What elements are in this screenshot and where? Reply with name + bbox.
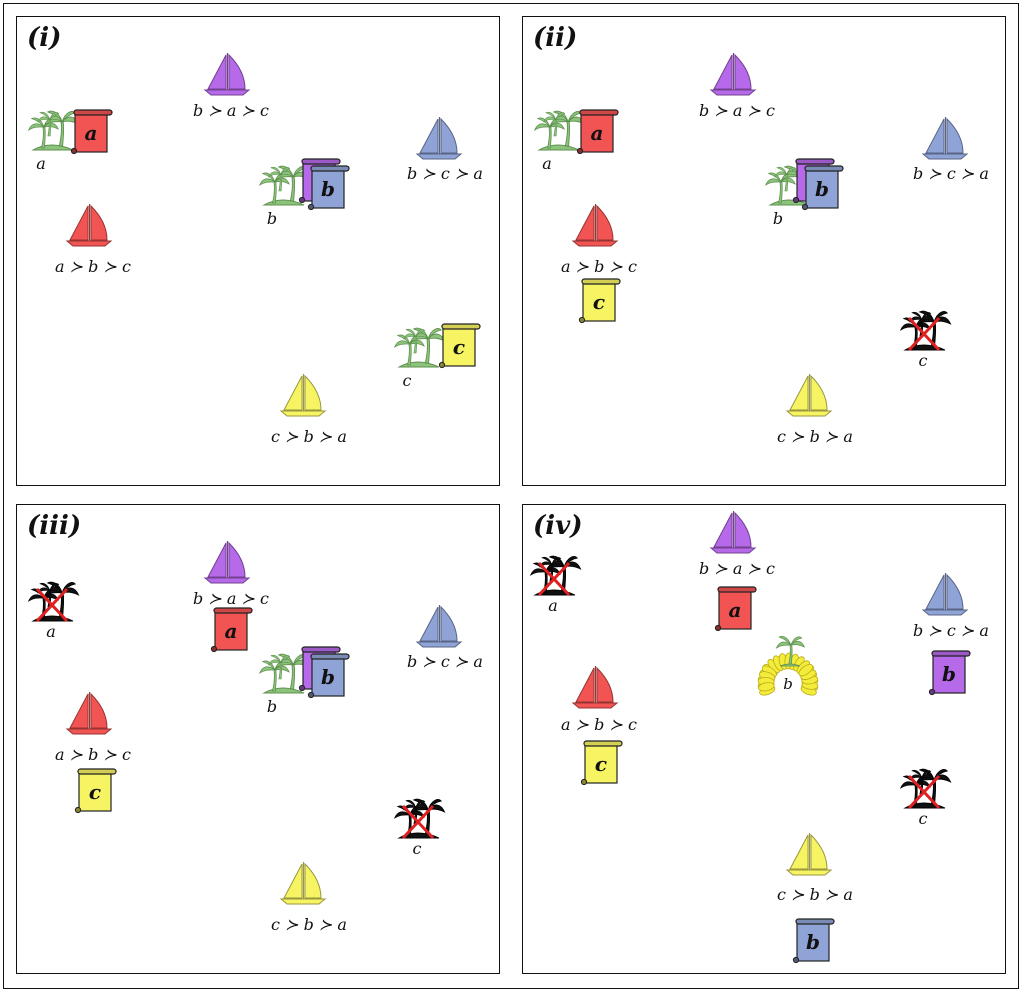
island-label: b	[267, 209, 277, 228]
scroll-yellow: c	[578, 278, 621, 324]
scroll-purple: b	[928, 650, 971, 696]
panel-iii-scene: a b c a b c	[27, 541, 463, 905]
ship-preference: b ≻ c ≻ a	[407, 652, 483, 671]
scroll-yellow: c	[580, 740, 623, 786]
ship-blue	[415, 605, 463, 648]
ship-yellow	[785, 833, 833, 876]
island-a: a	[529, 555, 582, 615]
ship-preference: c ≻ b ≻ a	[777, 427, 853, 446]
ship-red	[65, 204, 113, 247]
panel-i-scene: a b c a b c	[27, 53, 481, 417]
island-label: a	[46, 622, 56, 641]
scroll-letter: b	[321, 177, 335, 201]
scroll-red: a	[210, 607, 253, 653]
island-b: b	[757, 636, 819, 696]
ship-purple	[709, 53, 757, 96]
scroll-letter: c	[593, 290, 605, 314]
ship-purple	[203, 53, 251, 96]
ship-preference: b ≻ a ≻ c	[193, 589, 269, 608]
island-c: c	[899, 768, 952, 828]
ship-preference: b ≻ c ≻ a	[407, 164, 483, 183]
ship-preference: b ≻ a ≻ c	[699, 559, 775, 578]
panel-iii: a b c a b c (iii) b ≻ a ≻ c b ≻ c ≻ a a …	[16, 504, 500, 974]
panel-i: a b c a b c (i) b ≻ a ≻ c b ≻ c ≻ a a ≻ …	[16, 16, 500, 486]
scroll-letter: b	[815, 177, 829, 201]
island-label: c	[413, 839, 422, 858]
island-a: a	[27, 581, 80, 641]
island-c: c	[393, 327, 446, 390]
scroll-letter: c	[453, 335, 465, 359]
ship-blue	[921, 117, 969, 160]
eliminated-cross-icon	[537, 561, 571, 597]
island-label: b	[773, 209, 783, 228]
ship-preference: b ≻ c ≻ a	[913, 621, 989, 640]
scroll-letter: a	[729, 598, 742, 622]
panel-ii-scene: a b c a b c	[533, 53, 969, 417]
ship-preference: b ≻ a ≻ c	[699, 101, 775, 120]
scroll-letter: b	[942, 662, 956, 686]
ship-preference: a ≻ b ≻ c	[55, 257, 131, 276]
island-label: a	[542, 154, 552, 173]
scroll-blue: b	[801, 165, 844, 211]
scroll-letter: c	[89, 780, 101, 804]
scroll-red: a	[70, 109, 113, 155]
ship-red	[65, 692, 113, 735]
island-label: c	[919, 809, 928, 828]
island-label: a	[548, 596, 558, 615]
island-label: c	[403, 371, 412, 390]
ship-purple	[709, 511, 757, 554]
island-label: b	[267, 697, 277, 716]
ship-purple	[203, 541, 251, 584]
ship-red	[571, 204, 619, 247]
ship-yellow	[785, 374, 833, 417]
scroll-yellow: c	[74, 768, 117, 814]
island-label: b	[783, 675, 793, 693]
panel-label: (iv)	[533, 511, 583, 541]
island-label: c	[919, 351, 928, 370]
eliminated-cross-icon	[907, 316, 941, 352]
ship-yellow	[279, 862, 327, 905]
scroll-letter: a	[85, 121, 98, 145]
ship-preference: a ≻ b ≻ c	[55, 745, 131, 764]
scroll-letter: b	[321, 665, 335, 689]
ship-preference: c ≻ b ≻ a	[271, 427, 347, 446]
ship-preference: c ≻ b ≻ a	[777, 885, 853, 904]
ship-preference: b ≻ a ≻ c	[193, 101, 269, 120]
island-c: c	[393, 798, 446, 858]
eliminated-cross-icon	[401, 804, 435, 840]
scroll-letter: c	[595, 752, 607, 776]
scroll-blue: b	[307, 653, 350, 699]
island-c: c	[899, 310, 952, 370]
ship-preference: c ≻ b ≻ a	[271, 915, 347, 934]
island-label: a	[36, 154, 46, 173]
scroll-letter: a	[225, 619, 238, 643]
ship-red	[571, 666, 619, 709]
ship-preference: a ≻ b ≻ c	[561, 715, 637, 734]
panel-label: (ii)	[533, 23, 578, 53]
panel-iv-scene: a b c a b c b	[529, 511, 971, 964]
scroll-letter: a	[591, 121, 604, 145]
scroll-red: a	[714, 586, 757, 632]
panel-label: (iii)	[27, 511, 82, 541]
island-a: a	[533, 110, 586, 173]
eliminated-cross-icon	[907, 774, 941, 810]
scroll-red: a	[576, 109, 619, 155]
panel-label: (i)	[27, 23, 62, 53]
panel-iv: a b c a b c b (iv) b ≻ a ≻ c b ≻ c ≻ a a…	[522, 504, 1006, 974]
eliminated-cross-icon	[35, 587, 69, 623]
island-a: a	[27, 110, 80, 173]
ship-preference: b ≻ c ≻ a	[913, 164, 989, 183]
scroll-yellow: c	[438, 323, 481, 369]
scroll-letter: b	[806, 930, 820, 954]
ship-preference: a ≻ b ≻ c	[561, 257, 637, 276]
figure-frame: a b c a b c (i) b ≻ a ≻ c b ≻ c ≻ a a ≻ …	[3, 3, 1019, 989]
panel-ii: a b c a b c (ii) b ≻ a ≻ c b ≻ c ≻ a a ≻…	[522, 16, 1006, 486]
ship-blue	[415, 117, 463, 160]
scroll-blue: b	[307, 165, 350, 211]
ship-yellow	[279, 374, 327, 417]
scroll-blue: b	[792, 918, 835, 964]
ship-blue	[921, 573, 969, 616]
